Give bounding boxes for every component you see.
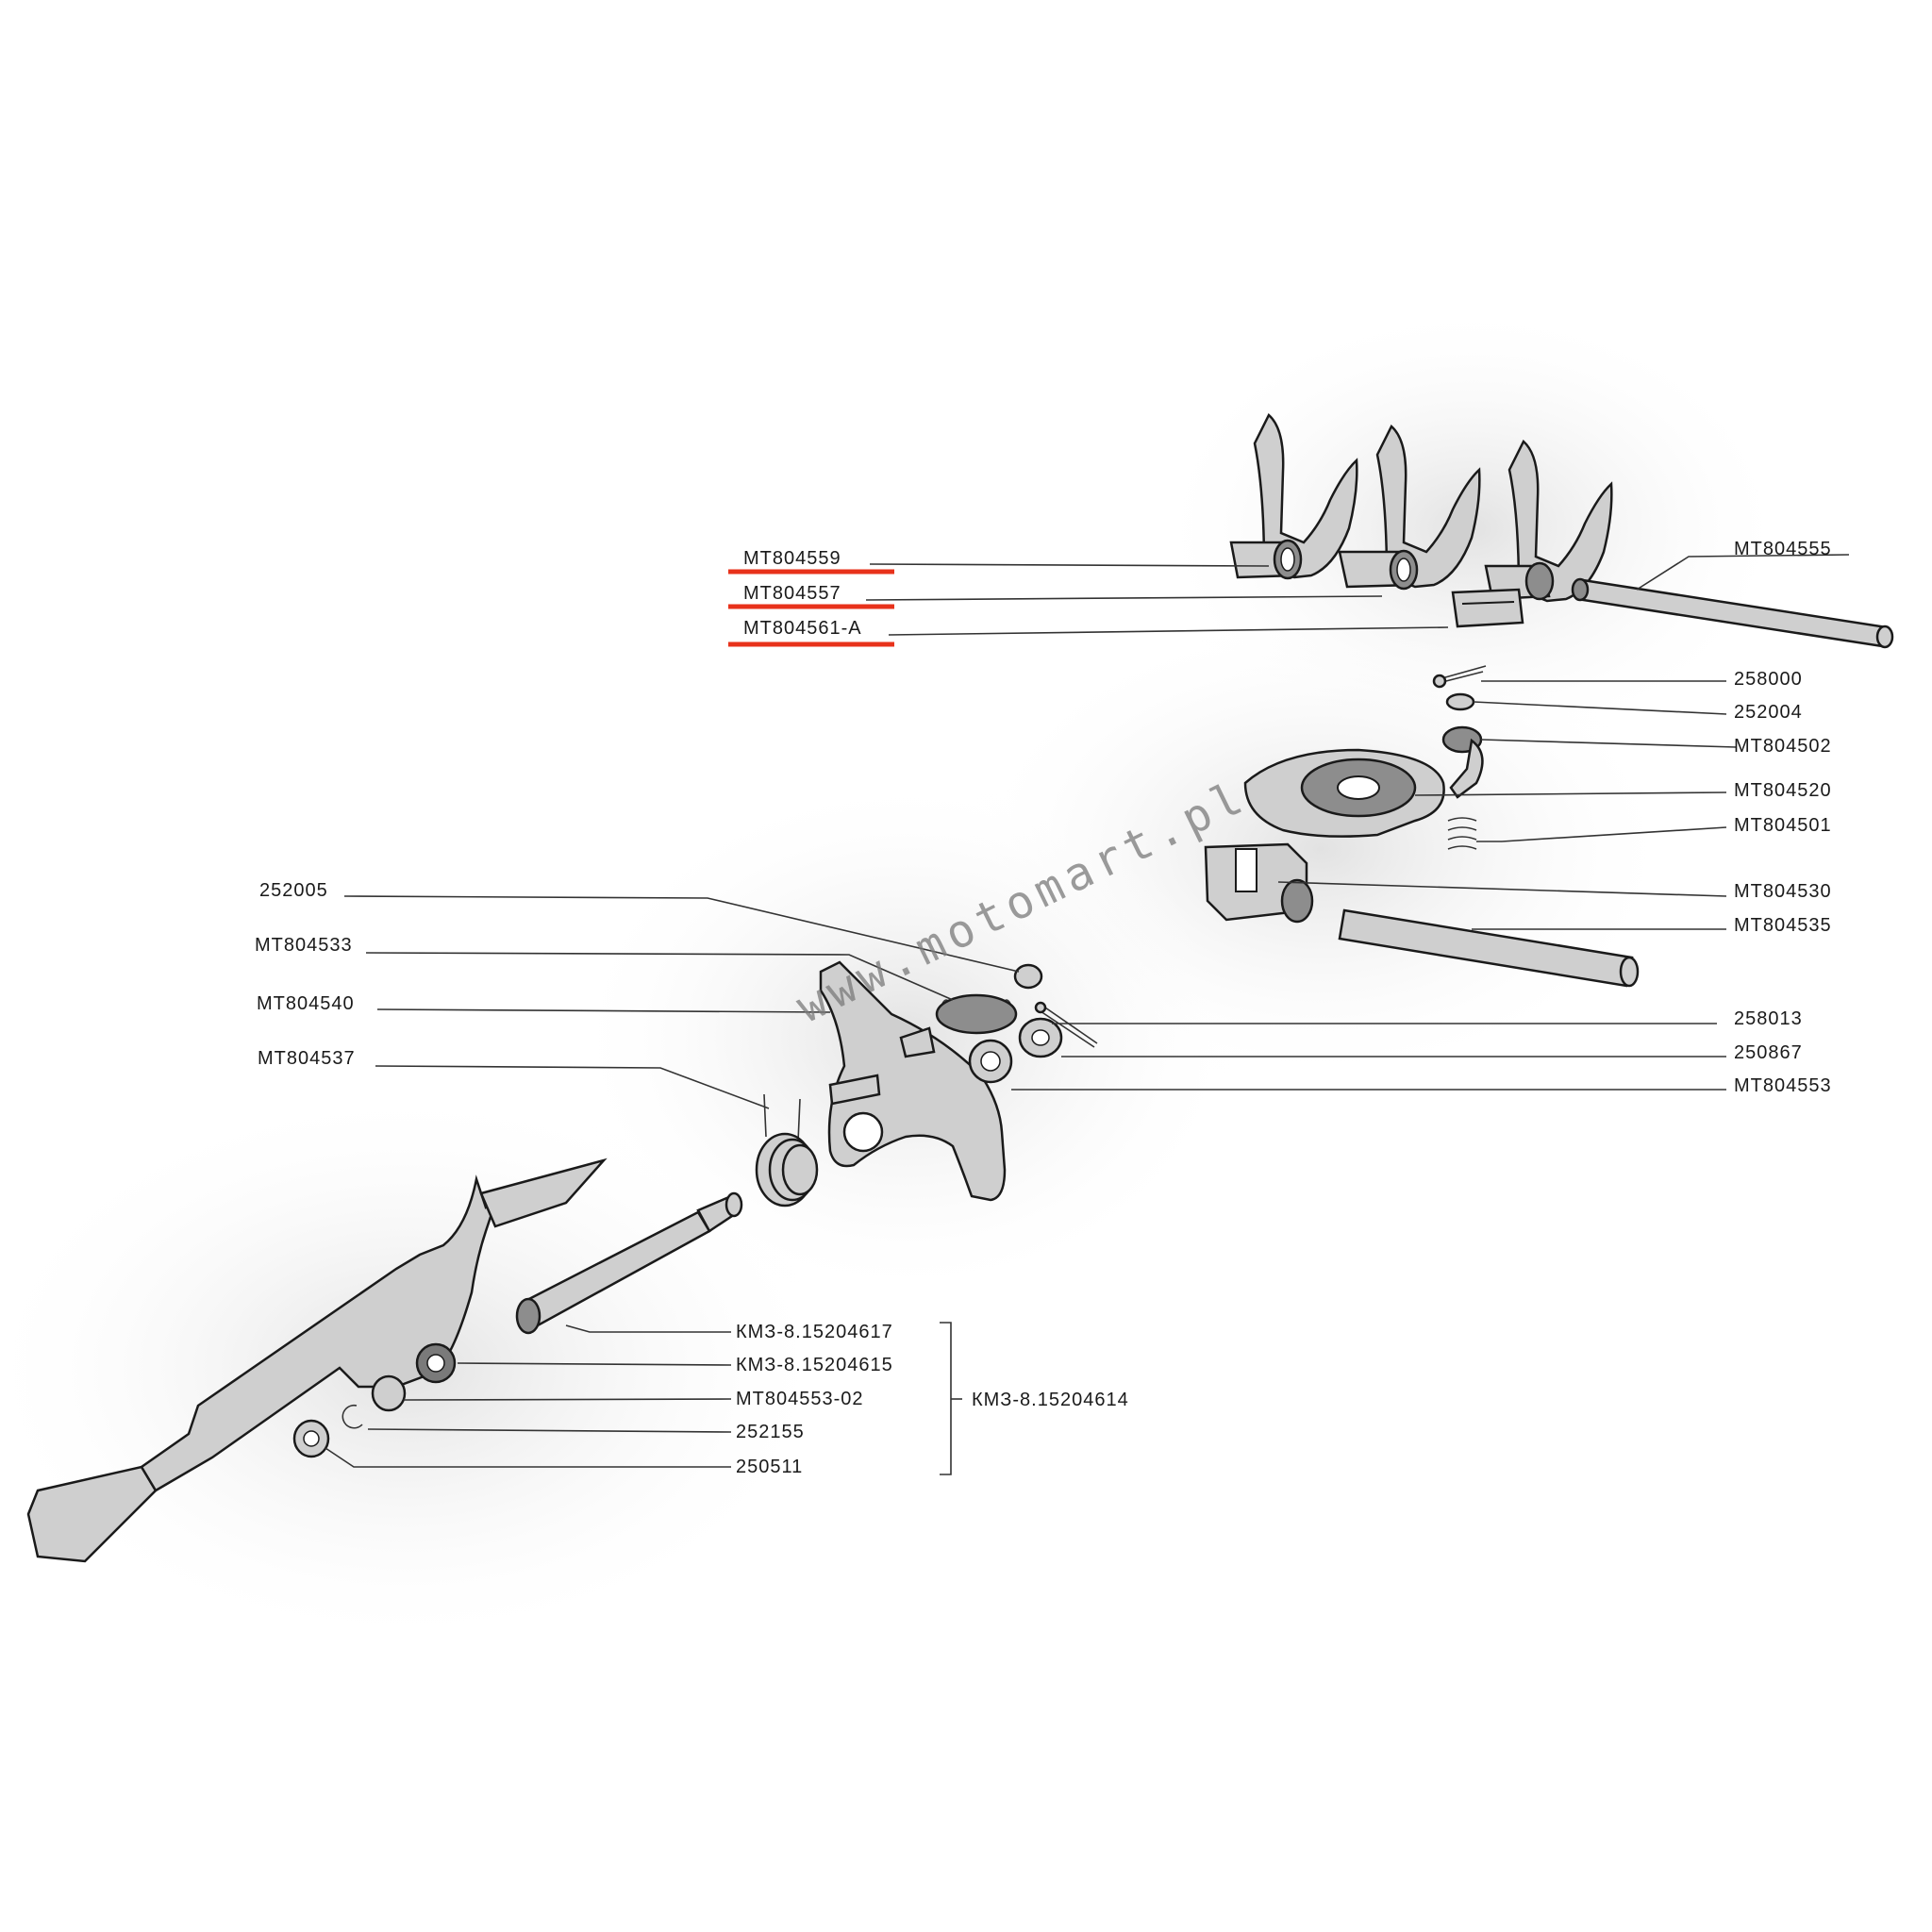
label-mt804540: MT804540 [257, 993, 355, 1014]
label-252155: 252155 [736, 1422, 805, 1442]
label-mt804559: MT804559 [743, 548, 841, 569]
kick-pedal [26, 1158, 608, 1563]
label-258013: 258013 [1734, 1008, 1803, 1029]
label-252005: 252005 [259, 880, 328, 901]
label-mt804533: MT804533 [255, 935, 353, 956]
label-258000: 258000 [1734, 669, 1803, 690]
part-drawings [26, 412, 1894, 1563]
label-mt804555: MT804555 [1734, 539, 1832, 559]
washer-252005 [1013, 963, 1043, 990]
lever-mt804502 [1441, 725, 1484, 799]
washer-252004 [1445, 692, 1475, 711]
part-labels: MT804559 MT804557 MT804561-A MT804555 25… [255, 539, 1832, 1477]
cotter-pin-258000 [1432, 665, 1487, 689]
selector-block-mt804530 [1204, 842, 1314, 924]
label-mt804537: MT804537 [258, 1048, 356, 1069]
washer-mt804553 [968, 1039, 1013, 1084]
leader-lines [325, 554, 1850, 1475]
label-mt804535: MT804535 [1734, 915, 1832, 936]
shift-fork-2 [1338, 424, 1481, 591]
label-252004: 252004 [1734, 702, 1803, 723]
shaft-mt804535 [1338, 908, 1640, 988]
label-mt804502: MT804502 [1734, 736, 1832, 757]
label-kmz-8-15204617: КМЗ-8.15204617 [736, 1322, 893, 1342]
cotter-pin-258013 [1034, 1001, 1098, 1048]
spring-mt804537 [755, 1093, 819, 1208]
shift-shaft [1571, 577, 1894, 649]
label-mt804561-a: MT804561-A [743, 618, 862, 639]
label-mt804530: MT804530 [1734, 881, 1832, 902]
spring-mt804533 [935, 993, 1018, 1035]
washer-mt804553-02 [371, 1374, 407, 1412]
shift-fork-3 [1451, 439, 1613, 628]
lever-mt804540 [819, 960, 1007, 1202]
nut-250511 [292, 1419, 330, 1458]
label-kmz-8-15204615: КМЗ-8.15204615 [736, 1355, 893, 1375]
label-kmz-8-15204614: КМЗ-8.15204614 [972, 1390, 1129, 1410]
label-mt804501: MT804501 [1734, 815, 1832, 836]
label-mt804520: MT804520 [1734, 780, 1832, 801]
label-mt804557: MT804557 [743, 583, 841, 604]
label-250511: 250511 [736, 1457, 803, 1477]
label-mt804553: MT804553 [1734, 1075, 1832, 1096]
highlight-underlines [728, 569, 894, 647]
nut-250867 [1018, 1017, 1063, 1058]
label-mt804553-02: MT804553-02 [736, 1389, 864, 1409]
label-250867: 250867 [1734, 1042, 1803, 1063]
spring-mt804501 [1447, 817, 1502, 850]
lock-ring-252155 [341, 1404, 363, 1429]
pedal-shaft [515, 1191, 743, 1335]
selector-plate-mt804520 [1243, 748, 1445, 838]
